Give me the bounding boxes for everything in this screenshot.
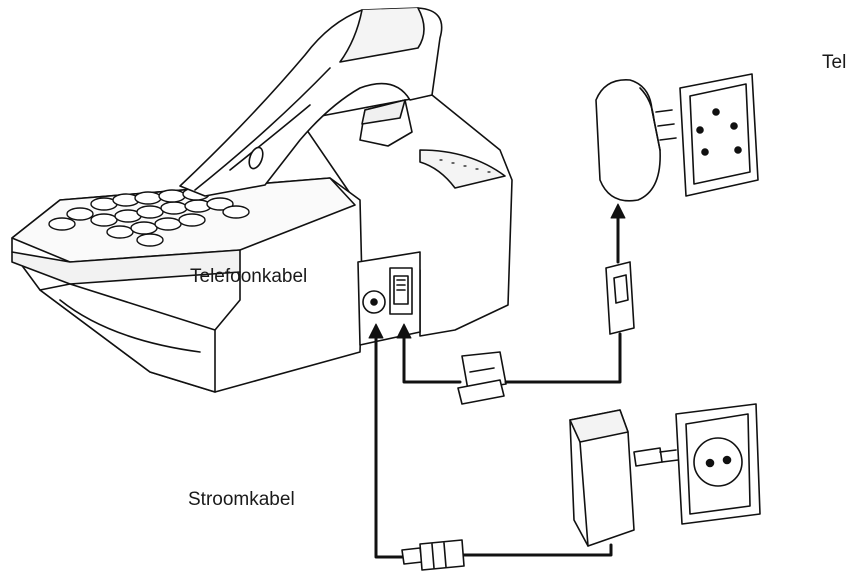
phone-cable-adapter: [605, 261, 635, 335]
cables: [374, 212, 622, 559]
arrow-up-phone-jack: [396, 323, 412, 339]
telephone-base: [11, 94, 513, 393]
rj11-plug: [457, 351, 507, 405]
power-wall-socket: [675, 403, 761, 525]
dc-barrel-plug: [401, 539, 465, 571]
label-telefoonkabel: Telefoonkabel: [190, 266, 308, 287]
power-cable: [462, 543, 613, 557]
handset: [179, 7, 443, 197]
arrow-up-power-jack: [368, 323, 384, 339]
keypad-buttons: [48, 187, 250, 247]
phone-wall-plug: [595, 79, 677, 202]
label-tel: Tel: [822, 52, 847, 73]
phone-cable-to-jack: [402, 332, 462, 384]
label-stroomkabel: Stroomkabel: [188, 489, 295, 510]
power-cable-to-jack: [374, 332, 404, 559]
phone-cable: [504, 332, 622, 384]
phone-wall-socket: [679, 73, 759, 197]
arrows: [368, 203, 626, 339]
arrow-up-phone-plug: [610, 203, 626, 219]
speaker-grille: [439, 159, 491, 173]
power-adapter: [569, 409, 679, 547]
